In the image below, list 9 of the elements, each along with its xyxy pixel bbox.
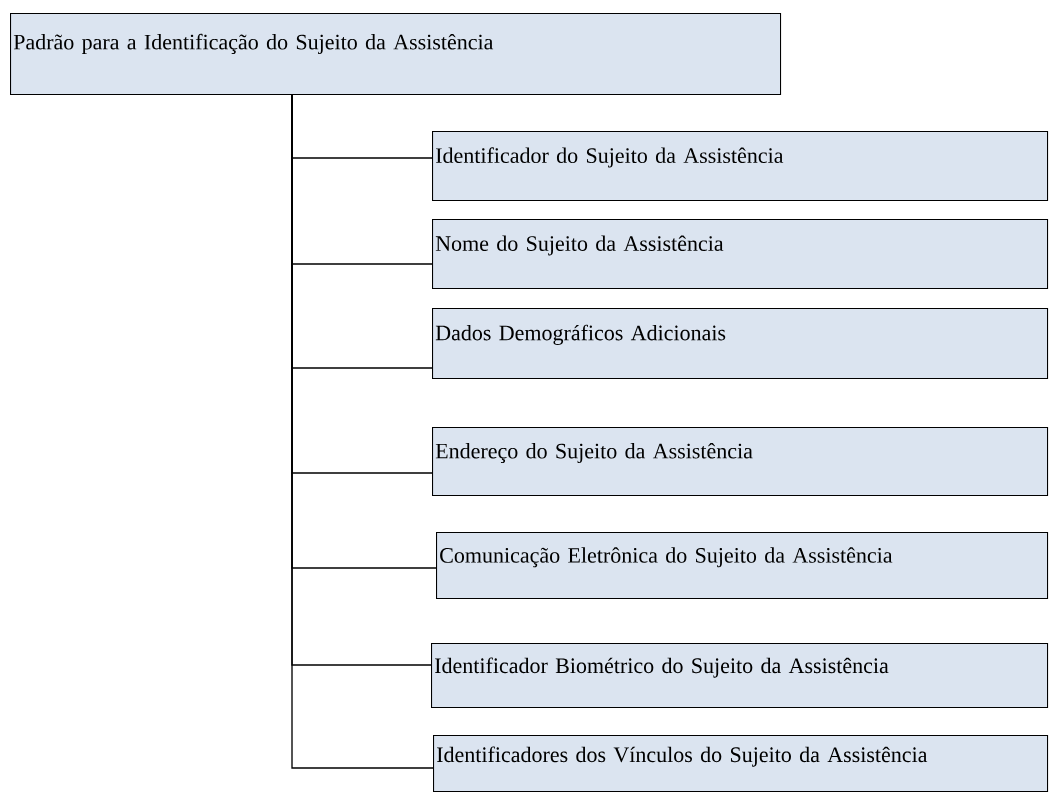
item-box: Identificador do Sujeito da Assistência: [432, 131, 1049, 202]
item-box: Comunicação Eletrônica do Sujeito da Assistência: [436, 532, 1049, 600]
item-box: Endereço do Sujeito da Assistência: [432, 427, 1049, 497]
title-box: Padrão para a Identificação do Sujeito da Assistência: [10, 13, 782, 96]
item-box: Dados Demográficos Adicionais: [432, 308, 1049, 380]
item-box: Identificadores dos Vínculos do Sujeito da Assistência: [433, 735, 1049, 793]
connector-line: [291, 94, 434, 769]
item-box: Nome do Sujeito da Assistência: [432, 219, 1049, 290]
item-box: Identificador Biométrico do Sujeito da Assistência: [431, 643, 1049, 709]
